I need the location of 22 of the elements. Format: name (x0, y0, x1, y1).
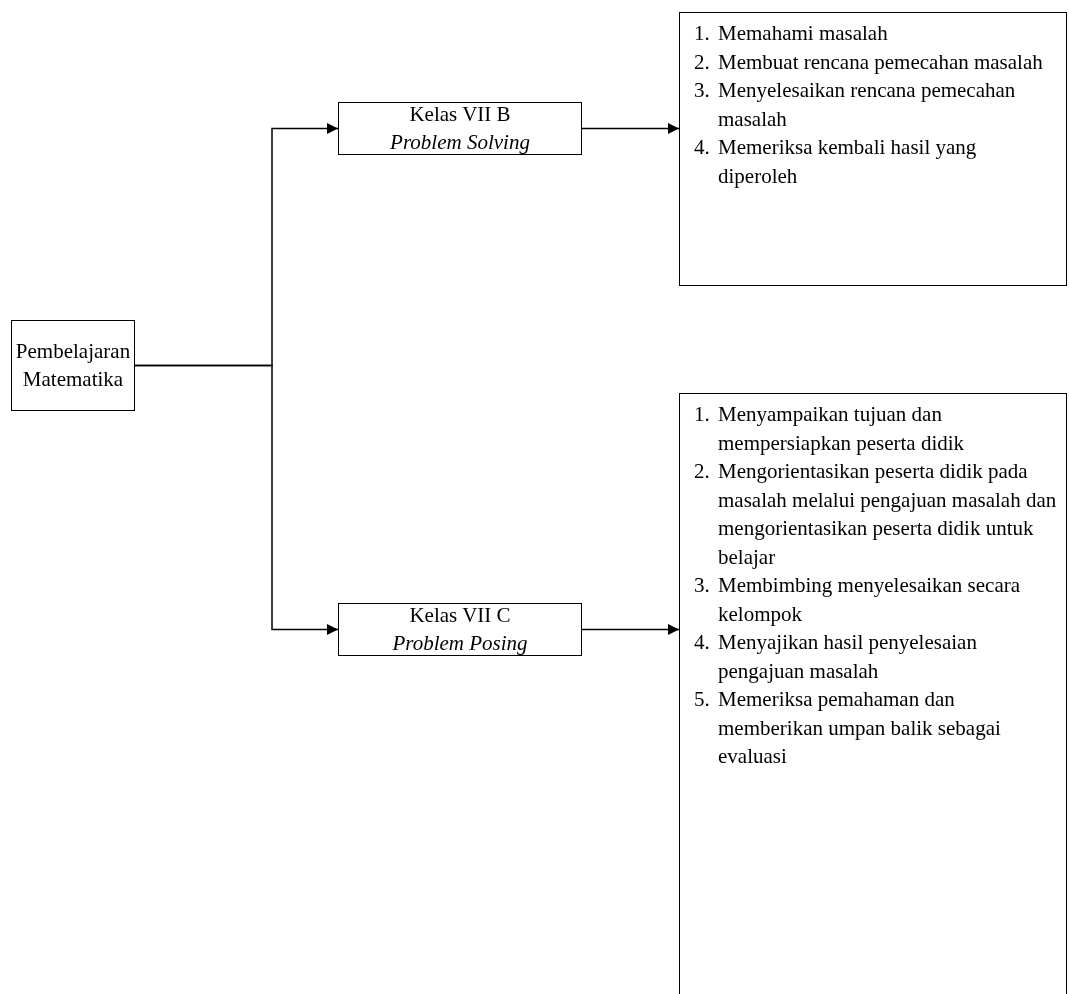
list-item: 2. Mengorientasikan peserta didik pada masalah melalui pengajuan masalah dan mengorientasikan peserta didik untuk belajar (694, 458, 1058, 571)
list-item: 3. Membimbing menyelesaikan secara kelompok (694, 572, 1022, 628)
list-item: 1. Menyampaikan tujuan dan mempersiapkan peserta didik (694, 401, 966, 457)
arrow (134, 364, 339, 635)
node-label: Kelas VII C (409, 602, 511, 630)
list-item: 4. Memeriksa kembali hasil yang diperoleh (694, 134, 978, 190)
list-item: 1. Memahami masalah (694, 20, 889, 47)
method-label: Problem Posing (392, 629, 528, 657)
node-label: Kelas VII B (409, 101, 511, 129)
list-box (679, 393, 1067, 994)
process-box (11, 320, 135, 411)
process-box (338, 102, 582, 155)
arrow (581, 624, 680, 635)
list-item: 4. Menyajikan hasil penyelesaian pengajuan masalah (694, 629, 978, 685)
list-item: 3. Menyelesaikan rencana pemecahan masalah (694, 77, 1017, 133)
list-item: 2. Membuat rencana pemecahan masalah (694, 48, 1044, 76)
process-box (338, 603, 582, 656)
node-label: Pembelajaran Matematika (14, 338, 132, 393)
list-item: 5. Memeriksa pemahaman dan memberikan umpan balik sebagai evaluasi (694, 686, 1002, 770)
list-box (679, 12, 1067, 286)
method-label: Problem Solving (390, 128, 530, 156)
arrow (581, 123, 680, 134)
